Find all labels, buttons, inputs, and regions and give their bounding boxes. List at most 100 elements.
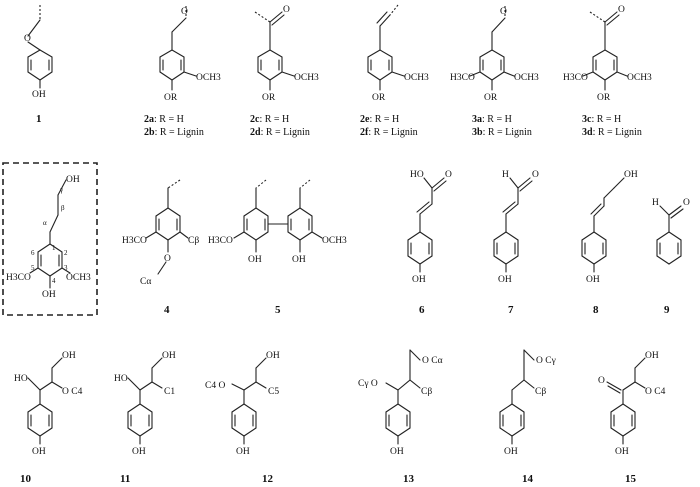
compound-2a: O OCH3 OR 2a: R = H 2b: R = Lignin <box>144 6 221 138</box>
compound-number-10: 10 <box>20 473 32 485</box>
och3-group: OCH3 <box>66 273 91 283</box>
oh-group: OH <box>645 351 659 361</box>
o-atom: O <box>283 5 290 15</box>
compound-9: H O 9 <box>652 198 690 316</box>
h3co-group: H3CO <box>122 236 147 246</box>
o-c4-link: O C4 <box>645 387 666 397</box>
calpha-link: Cα <box>140 277 151 287</box>
oh-group: OH <box>132 447 146 457</box>
c5-link: C5 <box>268 387 279 397</box>
o-atom: O <box>445 170 452 180</box>
oh-group: OH <box>266 351 280 361</box>
caption-3d: 3d: R = Lignin <box>582 127 642 138</box>
oh-group: OH <box>32 90 46 100</box>
och3-group: OCH3 <box>322 236 347 246</box>
oh-group: OH <box>162 351 176 361</box>
compound-number-8: 8 <box>593 304 599 316</box>
caption-2a: 2a: R = H <box>144 114 184 125</box>
o-calpha-link: O Cα <box>422 356 443 366</box>
oh-group: OH <box>390 447 404 457</box>
och3-group: OCH3 <box>404 73 429 83</box>
compound-15: OH O C4 O OH 15 <box>598 351 666 485</box>
compound-3a: O H3CO OCH3 OR 3a: R = H 3b: R = Lignin <box>450 6 539 138</box>
caption-2d: 2d: R = Lignin <box>250 127 310 138</box>
compound-number-7: 7 <box>508 304 514 316</box>
h3co-group: H3CO <box>450 73 475 83</box>
oh-group: OH <box>236 447 250 457</box>
oh-group: OH <box>42 290 56 300</box>
compound-number-13: 13 <box>403 473 415 485</box>
compound-6: HO O OH 6 <box>407 170 452 316</box>
oh-group: OH <box>624 170 638 180</box>
o-atom: O <box>618 5 625 15</box>
compound-number-5: 5 <box>275 304 281 316</box>
o-atom: O <box>500 7 507 17</box>
compound-12: OH C5 C4 O OH 12 <box>205 351 280 485</box>
compound-4: H3CO Cβ O Cα 4 <box>122 179 199 316</box>
compound-number-6: 6 <box>419 304 425 316</box>
oh-group: OH <box>412 275 426 285</box>
compound-2c: O OCH3 OR 2c: R = H 2d: R = Lignin <box>250 5 319 138</box>
och3-group: OCH3 <box>514 73 539 83</box>
compound-11: OH C1 HO OH 11 <box>114 351 176 485</box>
caption-2e: 2e: R = H <box>360 114 399 125</box>
caption-3a: 3a: R = H <box>472 114 512 125</box>
label-beta: β <box>61 204 65 212</box>
compound-number-15: 15 <box>625 473 637 485</box>
label-gamma: γ <box>59 186 63 194</box>
or-group: OR <box>372 93 386 103</box>
h3co-group: H3CO <box>208 236 233 246</box>
monolignol-numbering-box: OH γ β α 1 2 3 4 5 6 H3CO OCH3 OH <box>2 162 98 316</box>
ho-group: HO <box>114 374 128 384</box>
oh-group: OH <box>586 275 600 285</box>
or-group: OR <box>484 93 498 103</box>
compound-number-1: 1 <box>36 113 42 125</box>
caption-2c: 2c: R = H <box>250 114 289 125</box>
h-atom: H <box>652 198 659 208</box>
o-atom: O <box>683 198 690 208</box>
cbeta-link: Cβ <box>421 387 432 397</box>
label-c4: 4 <box>52 277 56 285</box>
oh-group: OH <box>62 351 76 361</box>
or-group: OR <box>597 93 611 103</box>
label-c3: 3 <box>64 264 68 272</box>
och3-group: OCH3 <box>294 73 319 83</box>
oh-group: OH <box>248 255 262 265</box>
compound-number-14: 14 <box>522 473 534 485</box>
cbeta-link: Cβ <box>535 387 546 397</box>
o-atom: O <box>164 254 171 264</box>
compound-number-4: 4 <box>164 304 170 316</box>
compound-5: H3CO OH OCH3 OH 5 <box>208 179 347 316</box>
or-group: OR <box>164 93 178 103</box>
c4-o-link: C4 O <box>205 381 225 391</box>
caption-2b: 2b: R = Lignin <box>144 127 204 138</box>
oh-group: OH <box>504 447 518 457</box>
compound-1: O OH 1 <box>24 5 53 125</box>
ho-group: HO <box>410 170 424 180</box>
label-c1: 1 <box>52 244 56 252</box>
cbeta-link: Cβ <box>188 236 199 246</box>
compound-10: OH O C4 HO OH 10 <box>14 351 83 485</box>
cgamma-o-link: Cγ O <box>358 379 378 389</box>
och3-group: OCH3 <box>627 73 652 83</box>
h3co-group: H3CO <box>6 273 31 283</box>
h3co-group: H3CO <box>563 73 588 83</box>
c1-link: C1 <box>164 387 175 397</box>
label-c2: 2 <box>64 249 68 257</box>
h-atom: H <box>502 170 509 180</box>
label-c5: 5 <box>31 264 35 272</box>
oh-group: OH <box>615 447 629 457</box>
oh-group: OH <box>32 447 46 457</box>
o-atom: O <box>598 376 605 386</box>
label-alpha: α <box>43 219 47 227</box>
compound-number-12: 12 <box>262 473 274 485</box>
oh-group: OH <box>66 175 80 185</box>
caption-3b: 3b: R = Lignin <box>472 127 532 138</box>
o-cgamma-link: O Cγ <box>536 356 556 366</box>
oh-group: OH <box>498 275 512 285</box>
compound-number-9: 9 <box>664 304 670 316</box>
och3-group: OCH3 <box>196 73 221 83</box>
compound-14: O Cγ Cβ OH 14 <box>499 349 556 485</box>
compound-2e: OCH3 OR 2e: R = H 2f: R = Lignin <box>360 4 429 138</box>
